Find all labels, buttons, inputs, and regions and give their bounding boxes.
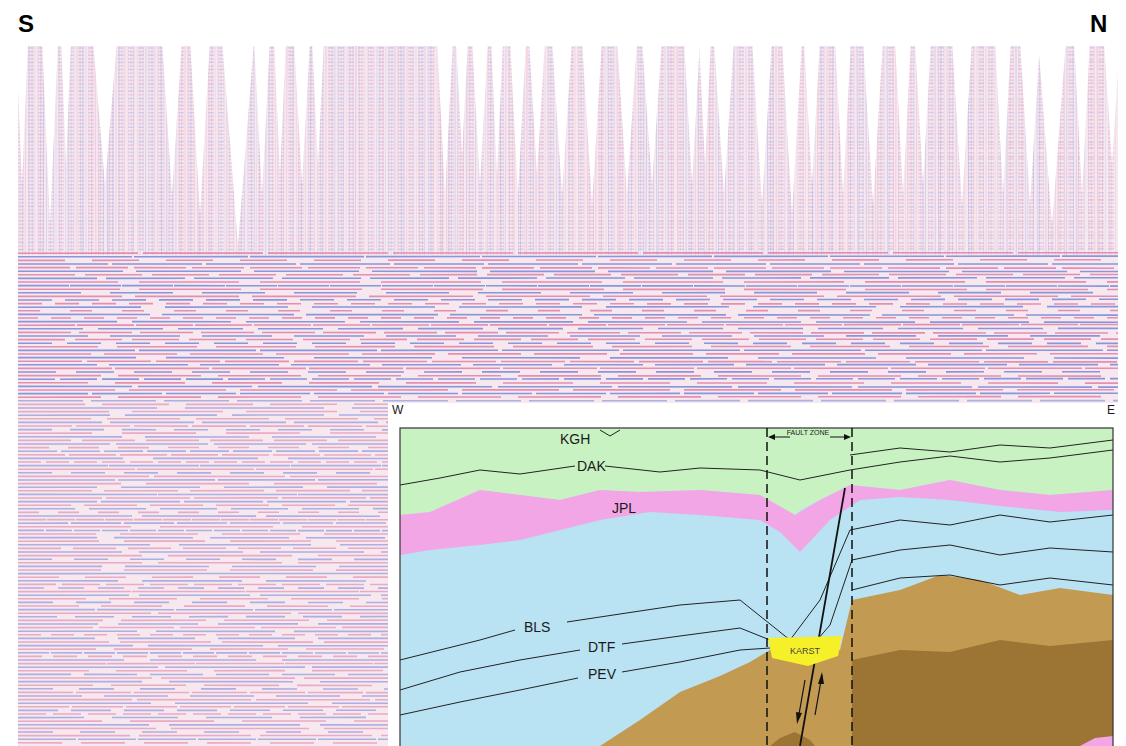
direction-label: W	[392, 404, 403, 416]
horizon-label: KGH	[560, 432, 590, 446]
horizon-label: DAK	[577, 459, 606, 473]
zone-label: FAULT ZONE	[786, 429, 830, 436]
horizon-label: PEV	[588, 667, 616, 681]
direction-label: N	[1090, 12, 1107, 36]
karst-zone: KARST	[768, 636, 842, 666]
direction-label: E	[1107, 404, 1115, 416]
horizon-label: JPL	[612, 501, 636, 515]
node-text: KARST	[790, 646, 820, 656]
horizon-label: DTF	[588, 640, 615, 654]
direction-label: S	[18, 12, 34, 36]
horizon-label: BLS	[524, 620, 550, 634]
